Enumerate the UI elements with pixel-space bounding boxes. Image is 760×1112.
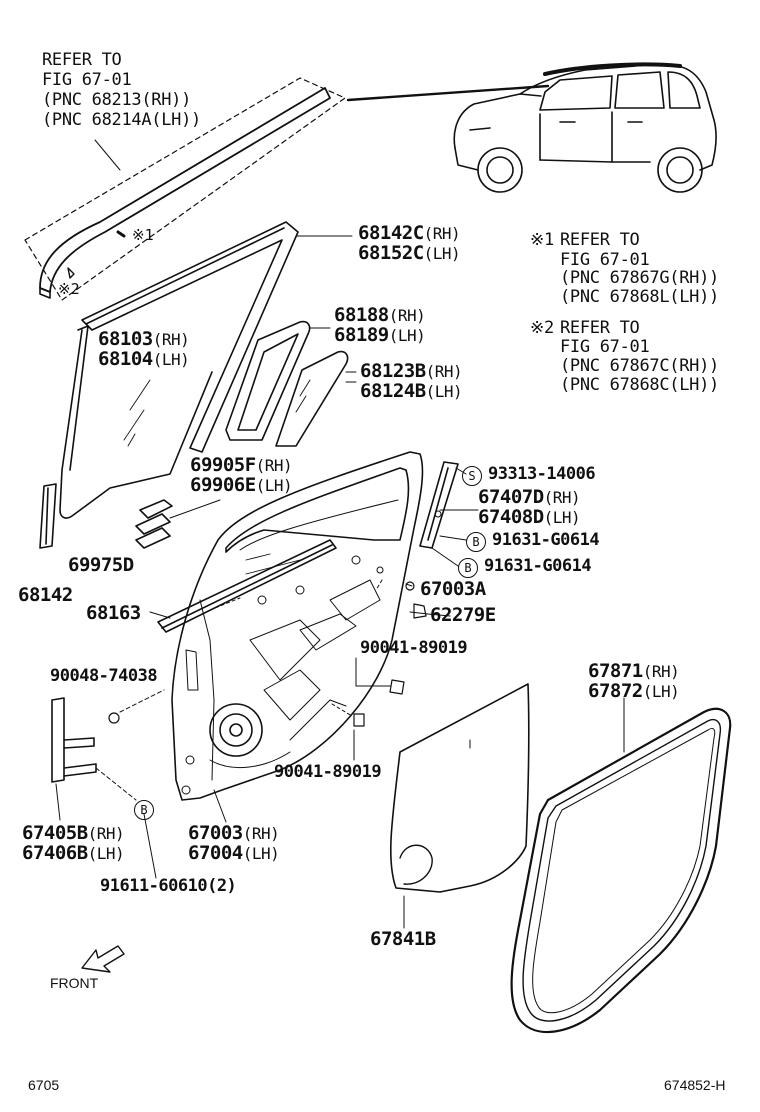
refer-main-line-1: REFER TO <box>42 50 122 70</box>
quarter-window-glass <box>275 350 349 447</box>
note1-line-1: REFER TO <box>560 230 640 250</box>
leader-90041-upper <box>355 657 391 687</box>
part-label-90041-89019-lower: 90041-89019 <box>274 762 382 782</box>
glass-channel-69975D <box>135 499 221 549</box>
part-label-69975D: 69975D <box>68 554 134 576</box>
quarter-window-weatherstrip <box>225 320 311 441</box>
clip-90041-upper <box>389 679 405 695</box>
roof-molding-callout <box>24 77 346 301</box>
b-marker-91611: B <box>134 800 154 820</box>
part-label-68163: 68163 <box>86 602 141 624</box>
part-label-67003A: 67003A <box>420 578 486 600</box>
part-label-67408D: 67408D(LH) <box>478 506 581 528</box>
part-label-69906E: 69906E(LH) <box>190 474 293 496</box>
leader-90041-dash <box>331 703 353 717</box>
s-marker-93313: S <box>462 466 482 486</box>
part-label-62279E: 62279E <box>430 604 496 626</box>
b-marker-91631-lower: B <box>458 558 478 578</box>
part-label-68123B: 68123B(RH) <box>360 360 463 382</box>
leader-67003A <box>375 579 383 591</box>
part-label-67841B: 67841B <box>370 928 436 950</box>
front-label: FRONT <box>50 975 99 991</box>
leader-67407D <box>431 467 479 567</box>
part-label-67872: 67872(LH) <box>588 680 680 702</box>
front-arrow-icon <box>81 945 125 973</box>
door-check <box>51 697 137 801</box>
clip-90041-lower <box>353 713 365 727</box>
note2-mark: ※2 <box>530 318 554 338</box>
part-label-68142C: 68142C(RH) <box>358 222 461 244</box>
callout-mark-1: ※1 <box>132 226 154 244</box>
b-marker-91631-upper: B <box>466 532 486 552</box>
clip-67003A <box>405 581 415 591</box>
part-label-68124B: 68124B(LH) <box>360 380 463 402</box>
belt-moulding <box>157 539 337 633</box>
note2-line-2: FIG 67-01 <box>560 337 650 357</box>
part-label-67406B: 67406B(LH) <box>22 842 125 864</box>
service-hole-cover <box>390 683 530 893</box>
note2-line-3: (PNC 67867C(RH)) <box>560 356 719 376</box>
footer-figure-code: 674852-H <box>664 1077 726 1093</box>
part-label-68188: 68188(RH) <box>334 304 426 326</box>
refer-main-line-4: (PNC 68214A(LH)) <box>42 110 201 130</box>
part-label-91611-60610: 91611-60610(2) <box>100 876 237 896</box>
division-bar-channel <box>39 483 57 549</box>
part-label-67407D: 67407D(RH) <box>478 486 581 508</box>
door-weatherstrip <box>510 707 732 1034</box>
part-label-91631-G0614-upper: 91631-G0614 <box>492 530 600 550</box>
part-label-67004: 67004(LH) <box>188 842 280 864</box>
note1-line-4: (PNC 67868L(LH)) <box>560 287 719 307</box>
part-label-68142: 68142 <box>18 584 73 606</box>
leader-67405B <box>55 783 61 821</box>
leader-91611 <box>143 813 157 879</box>
note1-line-3: (PNC 67867G(RH)) <box>560 268 719 288</box>
car-illustration <box>453 62 717 193</box>
car-leader-line <box>346 84 550 102</box>
part-label-68103: 68103(RH) <box>98 328 190 350</box>
note1-mark: ※1 <box>530 230 554 250</box>
part-label-68152C: 68152C(LH) <box>358 242 461 264</box>
leader-90048 <box>119 689 165 713</box>
clip-62279E <box>413 603 427 619</box>
part-label-68189: 68189(LH) <box>334 324 426 346</box>
refer-main-line-3: (PNC 68213(RH)) <box>42 90 192 110</box>
part-label-90048-74038: 90048-74038 <box>50 666 158 686</box>
rear-door-run-channel <box>419 461 459 549</box>
note1-line-2: FIG 67-01 <box>560 250 650 270</box>
refer-main-line-2: FIG 67-01 <box>42 70 132 90</box>
callout-mark-2: ※2 <box>58 280 80 298</box>
part-label-67871: 67871(RH) <box>588 660 680 682</box>
glass-run-channel <box>81 221 299 453</box>
rear-door-panel <box>171 451 424 801</box>
leader-67003 <box>213 789 227 823</box>
plug-90048 <box>108 712 120 724</box>
note2-line-1: REFER TO <box>560 318 640 338</box>
footer-page-code: 6705 <box>28 1077 60 1093</box>
part-label-90041-89019-upper: 90041-89019 <box>360 638 468 658</box>
part-label-67405B: 67405B(RH) <box>22 822 125 844</box>
leader-68163 <box>149 611 171 619</box>
leader-68123B <box>345 371 357 383</box>
part-label-93313-14006: 93313-14006 <box>488 464 596 484</box>
part-label-91631-G0614-lower: 91631-G0614 <box>484 556 592 576</box>
part-label-67003: 67003(RH) <box>188 822 280 844</box>
part-label-68104: 68104(LH) <box>98 348 190 370</box>
door-glass <box>59 325 213 519</box>
part-label-69905F: 69905F(RH) <box>190 454 293 476</box>
note2-line-4: (PNC 67868C(LH)) <box>560 375 719 395</box>
